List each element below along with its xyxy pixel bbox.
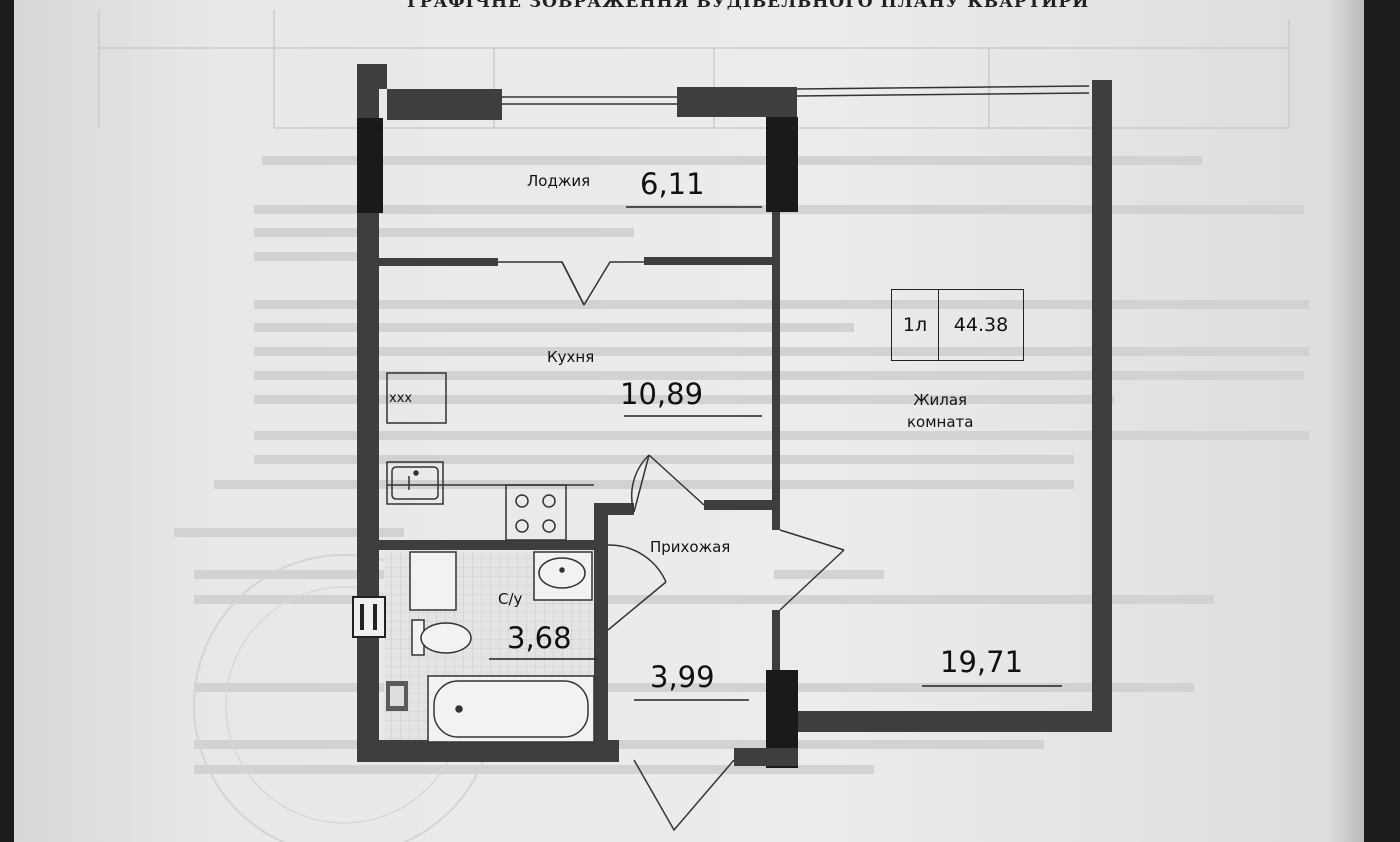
kitchen-label: Кухня <box>547 348 595 366</box>
bathroom-label: С/у <box>498 590 523 608</box>
living-room-label: Жилая комната <box>907 391 974 431</box>
apartment-type: 1л <box>892 290 939 360</box>
fridge-label: ххх <box>389 391 413 406</box>
living-room-area: 19,71 <box>940 645 1024 679</box>
document-title: ГРАФІЧНЕ ЗОБРАЖЕННЯ БУДІВЕЛЬНОГО ПЛАНУ К… <box>407 0 1090 12</box>
bathroom-fixtures <box>409 551 595 743</box>
walls <box>352 64 1112 768</box>
kitchen-fixtures <box>386 372 594 541</box>
bathroom-area: 3,68 <box>507 621 572 655</box>
apartment-total-area: 44.38 <box>953 314 1009 336</box>
hallway-label: Прихожая <box>650 538 731 556</box>
document-sheet: ГРАФІЧНЕ ЗОБРАЖЕННЯ БУДІВЕЛЬНОГО ПЛАНУ К… <box>14 0 1364 842</box>
page-edge-shadow <box>1328 0 1364 842</box>
loggia-area: 6,11 <box>640 167 705 201</box>
floor-plan <box>352 64 1112 832</box>
hallway-area: 3,99 <box>650 660 715 694</box>
doors <box>498 261 845 832</box>
loggia-label: Лоджия <box>527 172 591 190</box>
area-underlines <box>489 206 1062 701</box>
kitchen-area: 10,89 <box>620 377 704 411</box>
apartment-summary-box: 1л 44.38 <box>891 289 1024 361</box>
